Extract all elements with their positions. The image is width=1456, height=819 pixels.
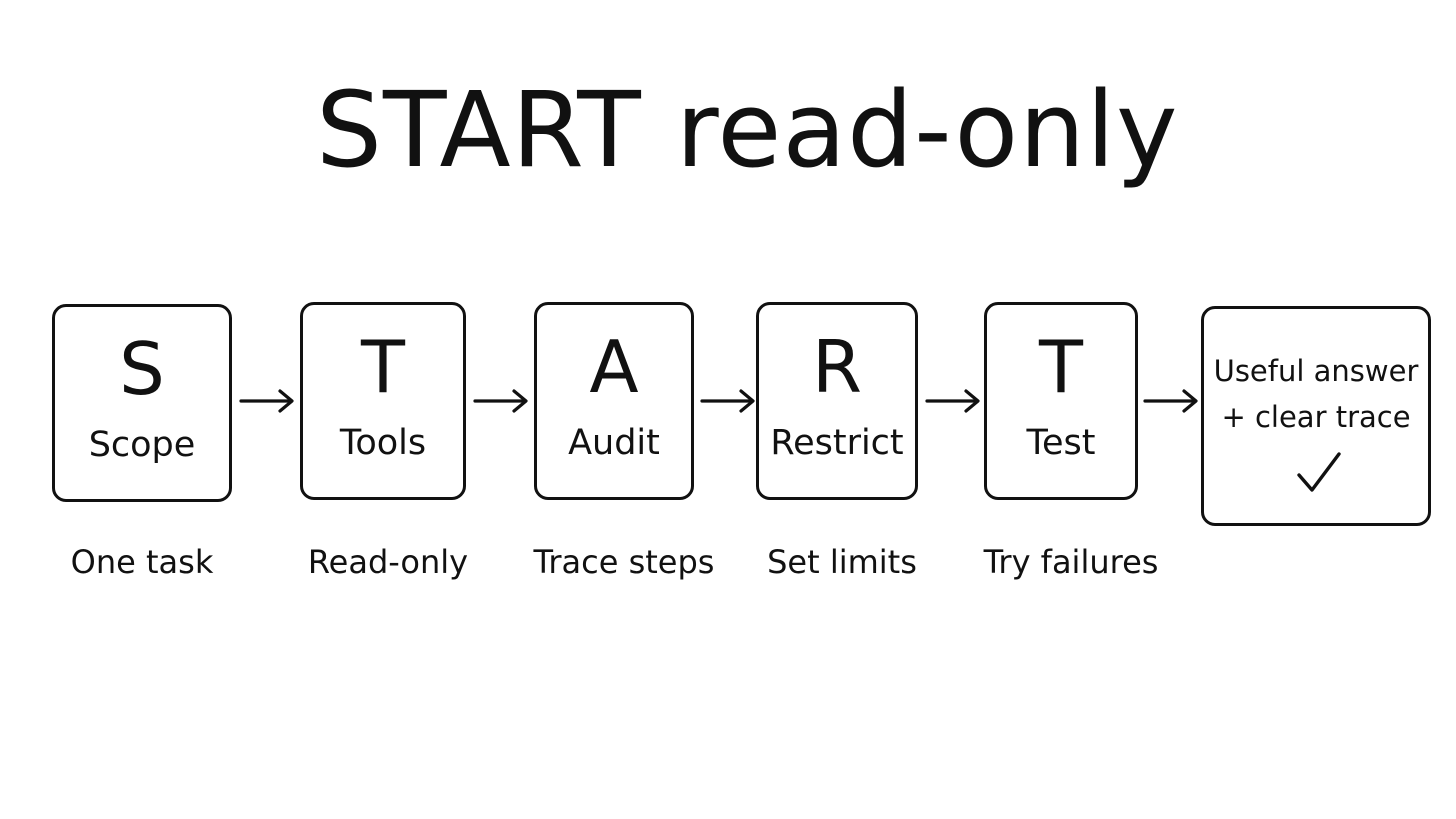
step-letter: T [1039,325,1083,409]
step-box-tools: T Tools [300,302,466,500]
arrow-right-icon [473,389,528,413]
outcome-line-2: + clear trace [1221,400,1411,434]
step-box-test: T Test [984,302,1138,500]
step-letter: A [589,325,639,409]
step-caption-scope: One task [70,543,214,581]
arrow-right-icon [239,389,294,413]
step-word: Restrict [770,423,904,463]
step-caption-audit: Trace steps [533,543,715,581]
step-word: Scope [88,425,196,465]
arrow-right-icon [700,389,755,413]
outcome-line-1: Useful answer [1213,354,1419,388]
arrow-right-icon [925,389,980,413]
step-caption-tools: Read-only [307,543,469,581]
step-caption-restrict: Set limits [767,543,917,581]
outcome-box: Useful answer + clear trace [1201,306,1431,526]
step-box-scope: S Scope [52,304,232,502]
step-caption-test: Try failures [983,543,1159,581]
step-letter: R [811,325,863,409]
step-letter: T [361,325,405,409]
diagram-title: START read-only [316,69,1179,191]
step-word: Audit [568,423,660,463]
step-box-audit: A Audit [534,302,694,500]
step-word: Tools [339,423,427,463]
step-box-restrict: R Restrict [756,302,918,500]
arrow-right-icon [1143,389,1198,413]
checkmark-icon [1297,452,1341,492]
step-word: Test [1026,423,1096,463]
step-letter: S [119,327,165,411]
